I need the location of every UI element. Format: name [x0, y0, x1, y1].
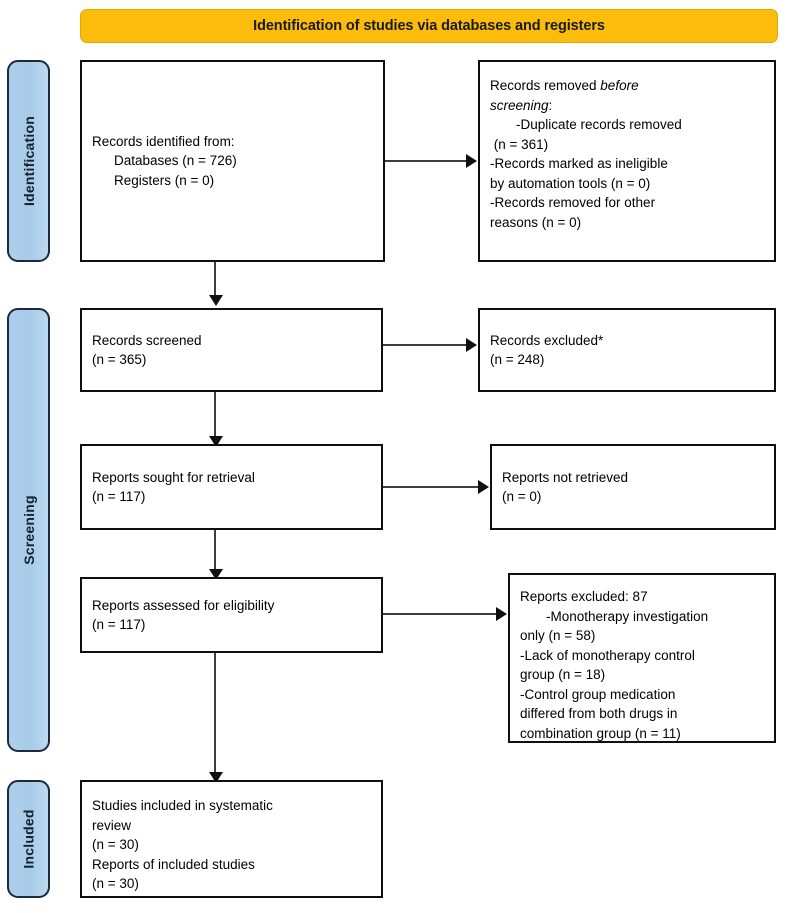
reports-assessed-line2: (n = 117): [92, 617, 146, 632]
records-screened-line2: (n = 365): [92, 352, 147, 367]
box-reports-sought-text: Reports sought for retrieval (n = 117): [82, 468, 381, 507]
reports-excluded-line6: -Control group medication: [520, 686, 676, 702]
box-records-screened: Records screened (n = 365): [80, 308, 383, 392]
reports-assessed-line1: Reports assessed for eligibility: [92, 597, 275, 613]
reports-not-retrieved-line2: (n = 0): [502, 489, 542, 504]
section-header-identification: Identification of studies via databases …: [80, 9, 778, 43]
box-reports-excluded: Reports excluded: 87 -Monotherapy investi…: [508, 573, 776, 743]
studies-included-line2: review: [92, 817, 132, 833]
reports-excluded-line4: -Lack of monotherapy control: [520, 647, 695, 663]
arrowhead-screened-to-excluded: [466, 338, 477, 352]
reports-not-retrieved-line1: Reports not retrieved: [502, 469, 629, 485]
box-records-identified-text: Records identified from: Databases (n = 7…: [82, 132, 383, 191]
records-removed-line1-italic: before: [600, 78, 639, 93]
connector-screened-to-sought: [214, 392, 216, 437]
reports-excluded-line5: group (n = 18): [520, 667, 606, 682]
connector-screened-to-excluded: [383, 344, 467, 346]
records-identified-line3: Registers (n = 0): [114, 172, 215, 188]
arrowhead-sought-to-not-retrieved: [478, 480, 489, 494]
records-excluded-line2: (n = 248): [490, 352, 545, 367]
reports-sought-line2: (n = 117): [92, 489, 146, 504]
arrowhead-assessed-to-excluded: [496, 607, 507, 621]
studies-included-line3: (n = 30): [92, 837, 139, 852]
connector-sought-to-not-retrieved: [383, 486, 479, 488]
box-reports-assessed-text: Reports assessed for eligibility (n = 117…: [82, 596, 381, 635]
studies-included-line1: Studies included in systematic: [92, 798, 273, 813]
reports-excluded-line2: -Monotherapy investigation: [546, 608, 709, 624]
stage-tab-identification: Identification: [7, 60, 50, 262]
records-identified-line2: Databases (n = 726): [114, 153, 237, 169]
records-removed-line7: -Records removed for other: [490, 195, 656, 210]
records-removed-line6: by automation tools (n = 0): [490, 175, 651, 191]
records-removed-line2-italic: screening: [490, 97, 549, 113]
box-records-excluded-text: Records excluded* (n = 248): [480, 331, 774, 370]
stage-tab-screening-label: Screening: [20, 495, 37, 565]
connector-identified-to-screened: [214, 262, 216, 296]
box-records-identified: Records identified from: Databases (n = 7…: [80, 60, 385, 262]
box-studies-included-text: Studies included in systematic review (n =…: [82, 796, 381, 894]
connector-assessed-to-excluded: [383, 613, 497, 615]
box-reports-sought: Reports sought for retrieval (n = 117): [80, 444, 383, 530]
records-removed-line8: reasons (n = 0): [490, 214, 582, 230]
stage-tab-identification-label: Identification: [20, 116, 37, 206]
records-removed-line5: -Records marked as ineligible: [490, 156, 668, 171]
studies-included-line5: (n = 30): [92, 876, 139, 891]
arrowhead-screened-to-sought: [209, 436, 223, 447]
records-identified-line1: Records identified from:: [92, 133, 235, 149]
stage-tab-screening: Screening: [7, 308, 50, 752]
section-header-title: Identification of studies via databases …: [253, 18, 605, 34]
records-removed-line4: (n = 361): [490, 136, 549, 152]
records-removed-line2-plain: :: [548, 97, 553, 113]
records-removed-line1-plain: Records removed: [490, 78, 601, 93]
reports-sought-line1: Reports sought for retrieval: [92, 469, 255, 485]
box-reports-not-retrieved: Reports not retrieved (n = 0): [490, 444, 776, 530]
arrowhead-assessed-to-included: [209, 772, 223, 783]
box-studies-included: Studies included in systematic review (n =…: [80, 780, 383, 898]
box-reports-not-retrieved-text: Reports not retrieved (n = 0): [492, 468, 774, 507]
reports-excluded-line7: differed from both drugs in: [520, 706, 678, 721]
connector-identified-to-removed: [385, 160, 467, 162]
box-reports-assessed: Reports assessed for eligibility (n = 117…: [80, 577, 383, 653]
box-records-removed-text: Records removed before screening: -Duplica…: [480, 76, 774, 232]
box-reports-excluded-text: Reports excluded: 87 -Monotherapy investi…: [510, 587, 774, 743]
arrowhead-identified-to-screened: [209, 295, 223, 306]
reports-excluded-line1: Reports excluded: 87: [520, 589, 648, 604]
reports-excluded-line3: only (n = 58): [520, 628, 596, 643]
box-records-removed: Records removed before screening: -Duplica…: [478, 60, 776, 262]
arrowhead-sought-to-assessed: [209, 569, 223, 580]
records-excluded-line1: Records excluded*: [490, 332, 604, 348]
arrowhead-identified-to-removed: [466, 154, 477, 168]
stage-tab-included-label: Included: [20, 809, 37, 869]
box-records-screened-text: Records screened (n = 365): [82, 331, 381, 370]
reports-excluded-line8: combination group (n = 11): [520, 725, 681, 741]
connector-assessed-to-included: [214, 653, 216, 773]
stage-tab-included: Included: [7, 780, 50, 898]
box-records-excluded: Records excluded* (n = 248): [478, 308, 776, 392]
studies-included-line4: Reports of included studies: [92, 856, 255, 872]
records-screened-line1: Records screened: [92, 332, 202, 348]
records-removed-line3: -Duplicate records removed: [516, 117, 682, 132]
connector-sought-to-assessed: [214, 530, 216, 570]
